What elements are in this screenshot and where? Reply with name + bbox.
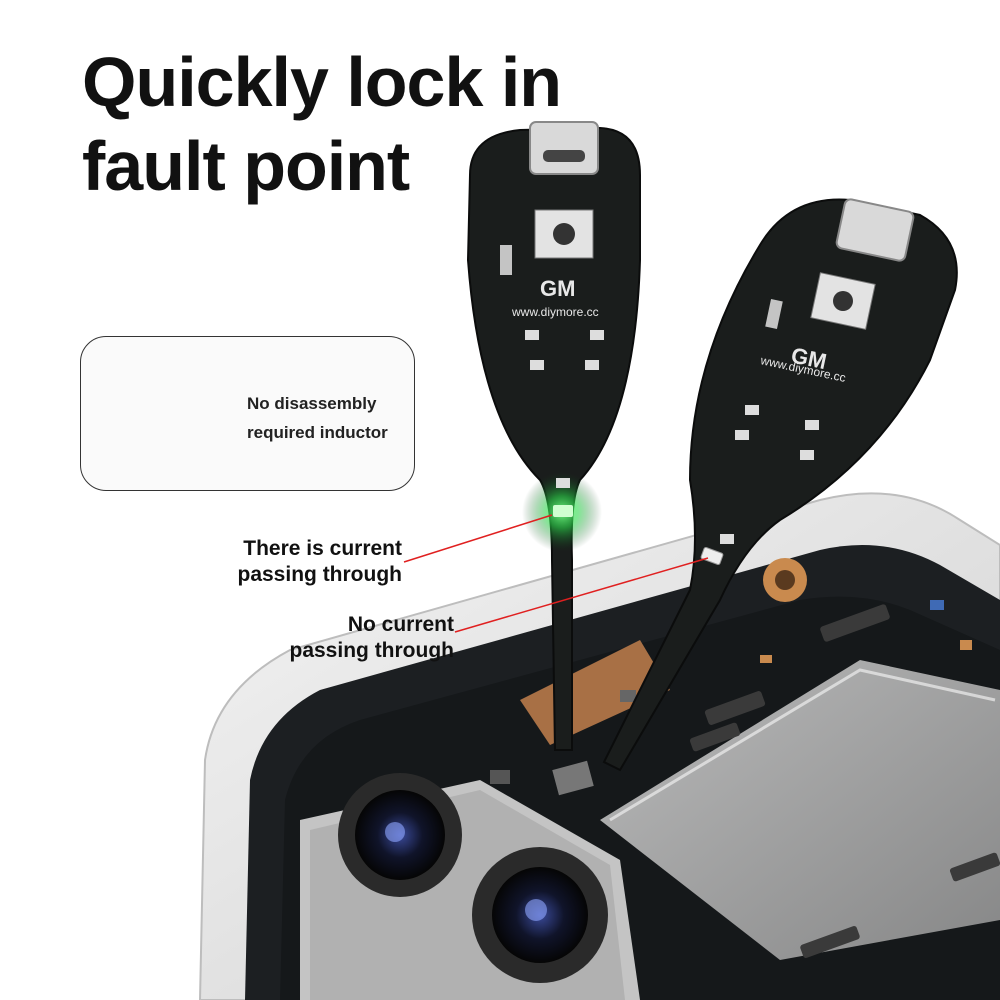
callout-text: No disassembly required inductor [247, 389, 388, 447]
annotation-no-current-line-1: No current [347, 613, 454, 636]
annotation-current-line-2: passing through [237, 563, 403, 586]
annotation-current-line-1: There is current [243, 537, 402, 560]
pointer-line-no-current [454, 557, 709, 633]
probe-left: GM www.diymore.cc [466, 121, 641, 751]
callout-line-2: required inductor [247, 423, 388, 442]
probe-right: GM www.diymore.cc [602, 198, 958, 772]
probe-url: www.diymore.cc [511, 305, 599, 319]
board-connector [820, 604, 890, 642]
title-line-2: fault point [82, 127, 410, 205]
annotation-current: There is current passing through [200, 536, 403, 588]
callout-line-1: No disassembly [247, 394, 377, 413]
inductor-callout: No disassembly required inductor [80, 336, 415, 491]
title-line-1: Quickly lock in [82, 43, 562, 121]
annotation-no-current-line-2: passing through [289, 639, 455, 662]
annotation-no-current: No current passing through [240, 612, 455, 664]
usb-c-port-icon [835, 198, 915, 262]
probe-logo: GM [540, 276, 575, 301]
page-title: Quickly lock in fault point [82, 40, 562, 208]
led-indicator-off [700, 547, 724, 565]
pointer-line-current [403, 514, 553, 563]
